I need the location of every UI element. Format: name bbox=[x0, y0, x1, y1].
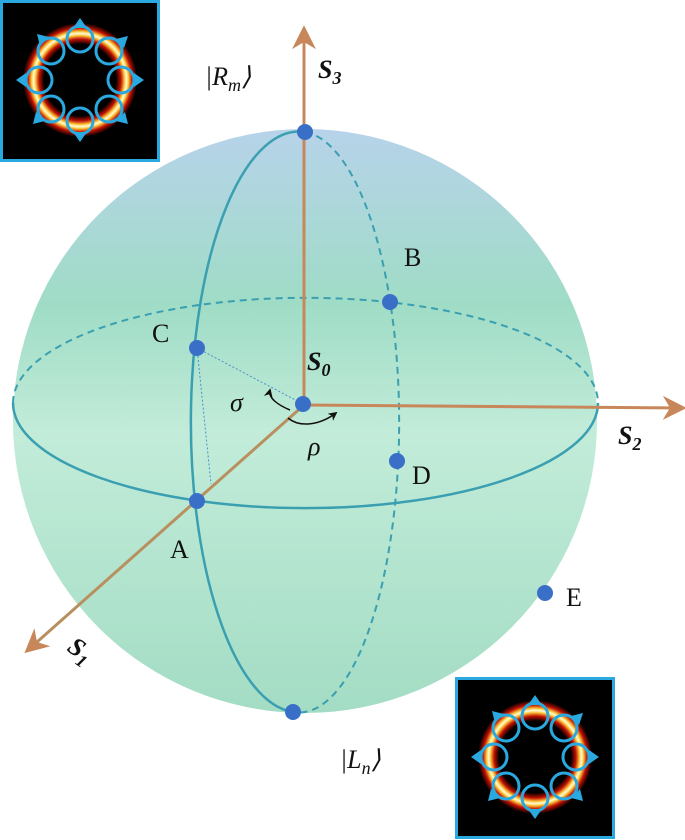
s0-label: S0 bbox=[307, 347, 330, 380]
s2-axis bbox=[303, 395, 685, 420]
point-e bbox=[537, 585, 553, 601]
point-s0 bbox=[295, 396, 311, 412]
north-state-label: |Rm⟩ bbox=[205, 62, 251, 95]
point-b bbox=[382, 294, 398, 310]
point-c bbox=[189, 340, 205, 356]
rho-label: ρ bbox=[307, 432, 320, 461]
point-a bbox=[189, 493, 205, 509]
point-south bbox=[285, 704, 301, 720]
north-beam-inset-icon bbox=[0, 0, 160, 162]
label-d: D bbox=[412, 461, 431, 490]
point-north bbox=[297, 124, 313, 140]
rho-arrow-icon bbox=[287, 411, 338, 425]
label-c: C bbox=[152, 319, 169, 348]
s1-axis bbox=[24, 403, 305, 654]
south-state-label: |Ln⟩ bbox=[340, 745, 381, 778]
south-beam-inset-icon bbox=[455, 677, 615, 839]
projection-line bbox=[196, 347, 212, 485]
s3-label: S3 bbox=[318, 55, 341, 88]
label-e: E bbox=[566, 583, 582, 612]
s2-label: S2 bbox=[618, 421, 641, 454]
sphere bbox=[13, 129, 597, 713]
equator-front bbox=[11, 402, 600, 510]
point-d bbox=[389, 453, 405, 469]
meridian-back bbox=[292, 131, 401, 714]
label-a: A bbox=[170, 535, 189, 564]
sigma-label: σ bbox=[230, 388, 244, 417]
s1-label: S1 bbox=[60, 631, 98, 671]
label-b: B bbox=[404, 243, 421, 272]
meridian-front bbox=[189, 130, 306, 714]
sigma-arrow-icon bbox=[263, 388, 291, 411]
